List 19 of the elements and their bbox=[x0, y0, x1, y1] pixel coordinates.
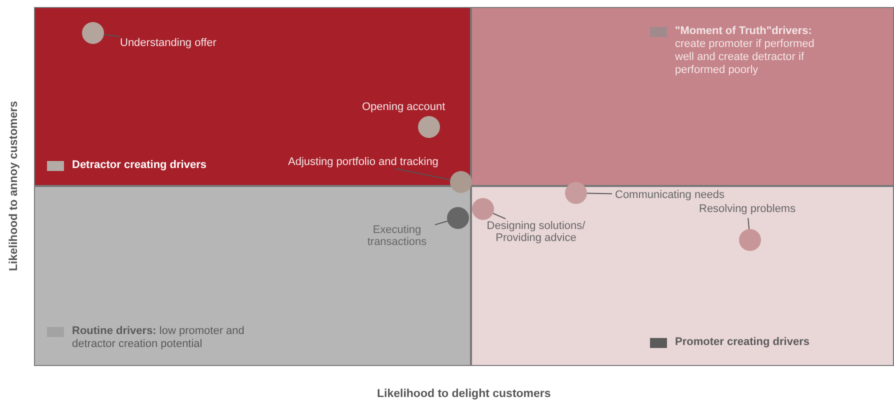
point-label: Designing solutions/ Providing advice bbox=[482, 220, 590, 244]
leader-line bbox=[492, 212, 506, 220]
point-label: Executing transactions bbox=[362, 224, 432, 248]
leader-line bbox=[395, 168, 451, 180]
leader-line bbox=[103, 34, 121, 38]
legend-text: "Moment of Truth"drivers: create promoter if performed well and create detractor if performed poorly bbox=[675, 25, 816, 77]
point-label: Opening account bbox=[362, 101, 446, 113]
axis-title: Likelihood to annoy customers bbox=[8, 101, 20, 271]
leader-line bbox=[434, 220, 448, 226]
axis-title: Likelihood to delight customers bbox=[377, 388, 551, 400]
legend-text: Routine drivers: low promoter and detractor creation potential bbox=[72, 325, 246, 351]
point-label: Communicating needs bbox=[615, 189, 724, 201]
leader-line bbox=[586, 192, 612, 194]
point-label: Resolving problems bbox=[699, 203, 796, 215]
legend-text: Promoter creating drivers bbox=[675, 336, 810, 349]
leader-line bbox=[748, 218, 750, 230]
point-label: Adjusting portfolio and tracking bbox=[288, 156, 438, 168]
point-label: Understanding offer bbox=[120, 37, 216, 49]
legend-text: Detractor creating drivers bbox=[72, 159, 206, 172]
